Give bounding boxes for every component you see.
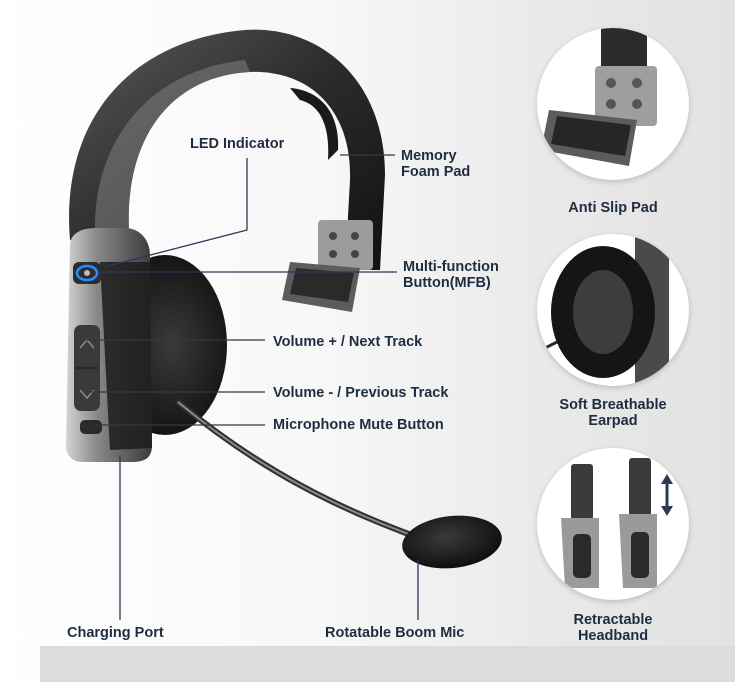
- retractable-headband-image: [561, 458, 673, 588]
- volume-down-label: Volume - / Previous Track: [273, 385, 449, 401]
- earpad-label-2: Earpad: [588, 413, 638, 429]
- bottom-band: [40, 646, 735, 682]
- charging-port-label: Charging Port: [67, 625, 164, 641]
- anti-slip-pad-label: Anti Slip Pad: [568, 200, 658, 216]
- mfb-label-1: Multi-function: [403, 259, 499, 275]
- memory-foam-pad-label-2: Foam Pad: [401, 164, 471, 180]
- anti-slip-pad-image: [541, 28, 657, 166]
- mfb-label-2: Button(MFB): [403, 275, 491, 291]
- memory-foam-pad-label-1: Memory: [401, 148, 457, 164]
- earpad-detail: [537, 234, 689, 386]
- retractable-headband-detail: [537, 448, 689, 600]
- earpad-image: [537, 234, 669, 386]
- mic-mute-label: Microphone Mute Button: [273, 417, 444, 433]
- earpad-label-1: Soft Breathable: [559, 397, 667, 413]
- boom-mic-label: Rotatable Boom Mic: [325, 625, 465, 641]
- headband-label-2: Headband: [577, 628, 649, 644]
- anti-slip-pad-detail: [537, 28, 689, 180]
- volume-up-label: Volume + / Next Track: [273, 334, 423, 350]
- led-indicator-label: LED Indicator: [190, 136, 285, 152]
- headband-label-1: Retractable: [573, 612, 653, 628]
